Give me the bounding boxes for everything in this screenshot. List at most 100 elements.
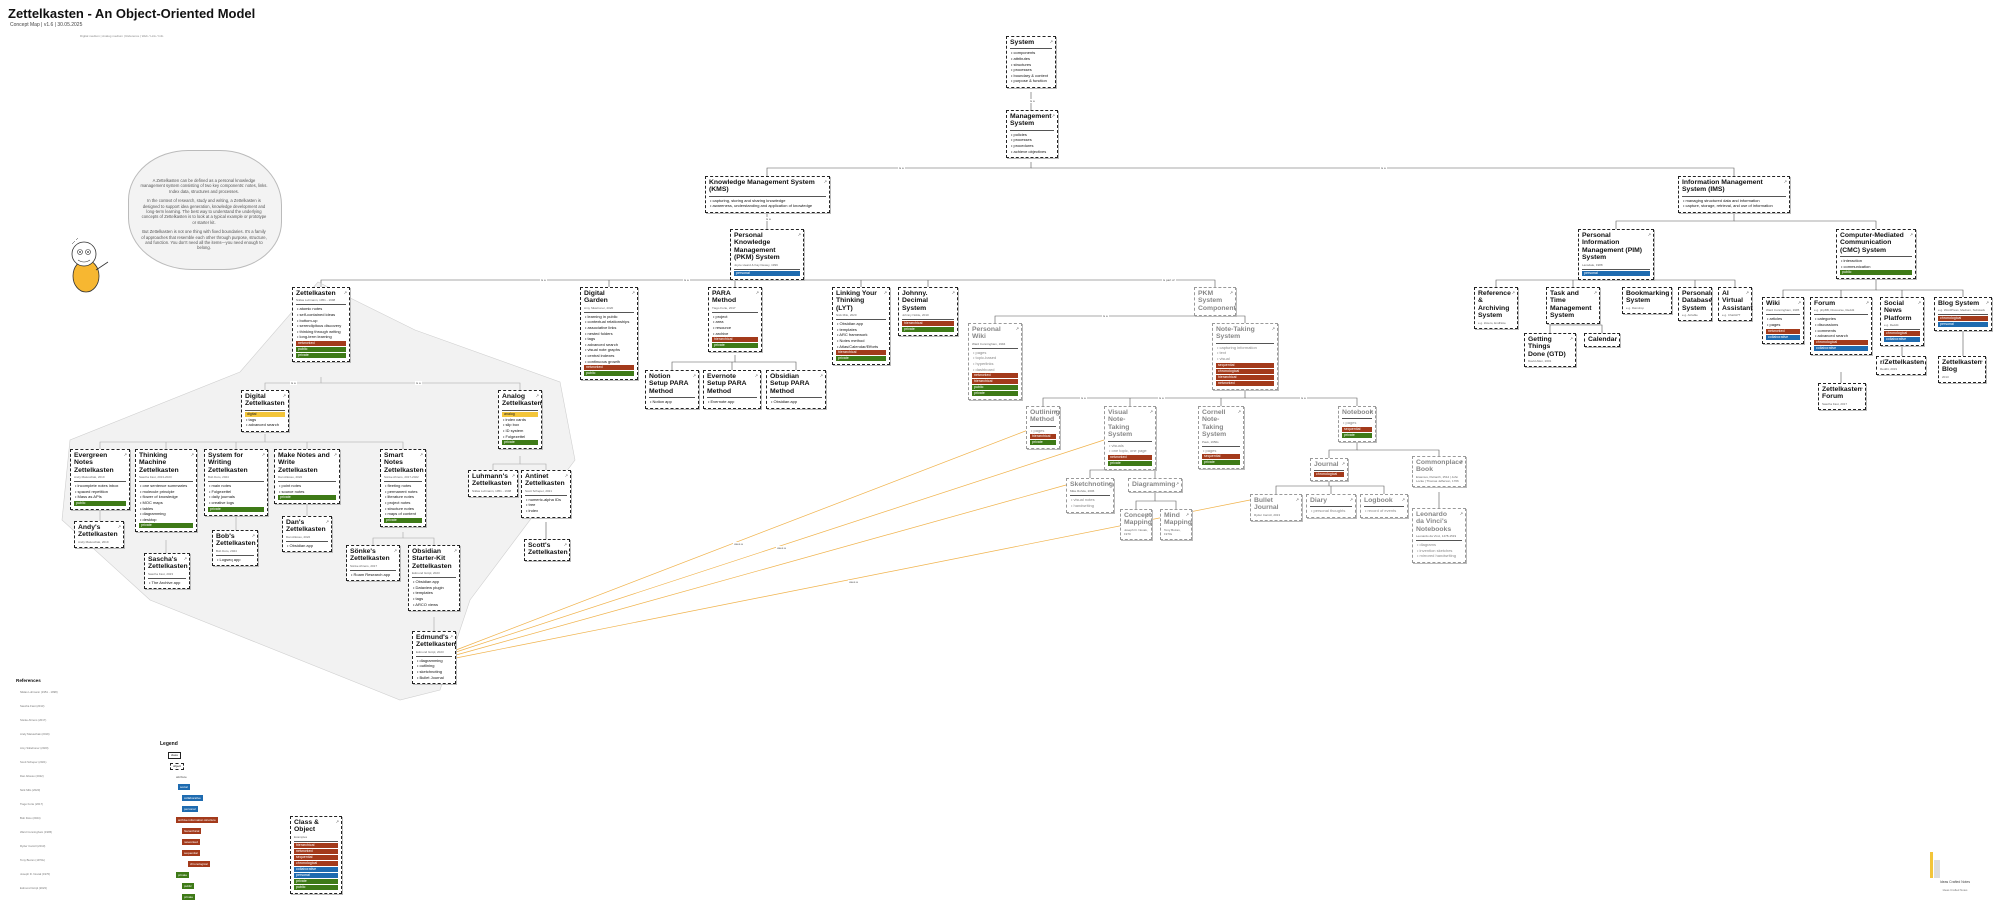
external-link-icon[interactable]: ↗ <box>1107 481 1111 486</box>
reference-item[interactable]: Niklas Luhmann (1951 - 1998) <box>20 690 58 694</box>
external-link-icon[interactable]: ↗ <box>564 473 568 478</box>
node-kms[interactable]: ↗Knowledge Management System (KMS)• capt… <box>705 176 830 213</box>
external-link-icon[interactable]: ↗ <box>1459 459 1463 464</box>
external-link-icon[interactable]: ↗ <box>1295 497 1299 502</box>
reference-item[interactable]: Ward Cunningham (1995) <box>20 830 53 834</box>
node-gtd[interactable]: ↗Getting Things Done (GTD)David Allen, 2… <box>1524 333 1576 368</box>
external-link-icon[interactable]: ↗ <box>1613 336 1617 341</box>
node-vnts[interactable]: ↗Visual Note-Taking System• visuals• one… <box>1104 406 1156 470</box>
external-link-icon[interactable]: ↗ <box>325 519 329 524</box>
node-lyt[interactable]: ↗Linking Your Thinking (LYT)Nick Milo, 2… <box>832 287 890 366</box>
external-link-icon[interactable]: ↗ <box>1665 290 1669 295</box>
external-link-icon[interactable]: ↗ <box>449 634 453 639</box>
external-link-icon[interactable]: ↗ <box>1369 409 1373 414</box>
node-cmc[interactable]: ↗Computer-Mediated Communication (CMC) S… <box>1836 229 1916 280</box>
external-link-icon[interactable]: ↗ <box>251 533 255 538</box>
external-link-icon[interactable]: ↗ <box>343 290 347 295</box>
reference-item[interactable]: Dan Allosso (2022) <box>20 774 44 778</box>
node-management[interactable]: ↗Management System• policies• processes•… <box>1006 110 1058 159</box>
node-scott[interactable]: ↗Scott's Zettelkasten <box>524 539 570 561</box>
external-link-icon[interactable]: ↗ <box>1349 497 1353 502</box>
external-link-icon[interactable]: ↗ <box>1985 300 1989 305</box>
external-link-icon[interactable]: ↗ <box>883 290 887 295</box>
external-link-icon[interactable]: ↗ <box>282 393 286 398</box>
reference-item[interactable]: Edmund Gröpl (2023) <box>20 886 47 890</box>
external-link-icon[interactable]: ↗ <box>1229 290 1233 295</box>
external-link-icon[interactable]: ↗ <box>535 393 539 398</box>
external-link-icon[interactable]: ↗ <box>823 179 827 184</box>
external-link-icon[interactable]: ↗ <box>1979 359 1983 364</box>
reference-item[interactable]: Nick Milo (2020) <box>20 788 41 792</box>
reference-item[interactable]: Amy Sikiehoner (2020) <box>20 746 49 750</box>
external-link-icon[interactable]: ↗ <box>1049 39 1053 44</box>
node-ims[interactable]: ↗Information Management System (IMS)• ma… <box>1678 176 1790 213</box>
external-link-icon[interactable]: ↗ <box>393 548 397 553</box>
external-link-icon[interactable]: ↗ <box>1783 179 1787 184</box>
external-link-icon[interactable]: ↗ <box>1271 326 1275 331</box>
external-link-icon[interactable]: ↗ <box>1341 461 1345 466</box>
node-cal[interactable]: ↗Calendar <box>1584 333 1620 348</box>
external-link-icon[interactable]: ↗ <box>123 452 127 457</box>
reference-item[interactable]: Ryder Carroll (2013) <box>20 844 46 848</box>
external-link-icon[interactable]: ↗ <box>335 819 339 824</box>
external-link-icon[interactable]: ↗ <box>1185 512 1189 517</box>
external-link-icon[interactable]: ↗ <box>1569 336 1573 341</box>
external-link-icon[interactable]: ↗ <box>183 556 187 561</box>
external-link-icon[interactable]: ↗ <box>951 290 955 295</box>
external-link-icon[interactable]: ↗ <box>1917 300 1921 305</box>
external-link-icon[interactable]: ↗ <box>511 473 515 478</box>
external-link-icon[interactable]: ↗ <box>1459 511 1463 516</box>
external-link-icon[interactable]: ↗ <box>261 452 265 457</box>
node-evernote[interactable]: ↗Evernote Setup PARA Method• Evernote ap… <box>703 370 761 409</box>
external-link-icon[interactable]: ↗ <box>1175 481 1179 486</box>
external-link-icon[interactable]: ↗ <box>692 373 696 378</box>
reference-item[interactable]: Scott Scheper (2021) <box>20 760 47 764</box>
external-link-icon[interactable]: ↗ <box>1859 386 1863 391</box>
external-link-icon[interactable]: ↗ <box>1149 409 1153 414</box>
node-logbook[interactable]: ↗Logbook• record of events <box>1360 494 1408 518</box>
external-link-icon[interactable]: ↗ <box>1053 409 1057 414</box>
node-obsidianpara[interactable]: ↗Obsidian Setup PARA Method• Obsidian ap… <box>766 370 826 409</box>
reference-item[interactable]: Tony Buzan (1970s) <box>20 858 45 862</box>
node-notion[interactable]: ↗Notion Setup PARA Method• Notion app <box>645 370 699 409</box>
external-link-icon[interactable]: ↗ <box>797 232 801 237</box>
reference-item[interactable]: Sönke Ahrens (2017) <box>20 718 47 722</box>
node-diary[interactable]: ↗Diary• personal thoughts <box>1306 494 1356 518</box>
external-link-icon[interactable]: ↗ <box>1237 409 1241 414</box>
external-link-icon[interactable]: ↗ <box>819 373 823 378</box>
reference-item[interactable]: Sascha Fast (2013) <box>20 704 45 708</box>
